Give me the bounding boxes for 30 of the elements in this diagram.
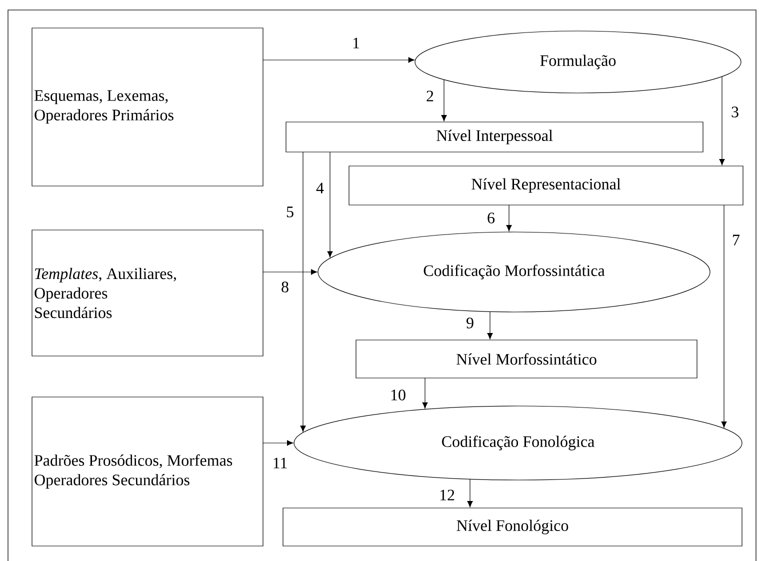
edge-label: 12 bbox=[438, 488, 456, 502]
arrow bbox=[300, 152, 306, 432]
edge-label: 9 bbox=[465, 316, 475, 330]
edge-label: 10 bbox=[389, 388, 407, 402]
arrow bbox=[327, 152, 333, 258]
level-box: Nível Fonológico bbox=[282, 508, 742, 546]
level-box: Nível Interpessoal bbox=[286, 122, 704, 152]
arrow bbox=[467, 478, 473, 508]
edge-label: 6 bbox=[486, 212, 496, 224]
text-box: Padrões Prosódicos, Morfemas Operadores Secundários bbox=[32, 396, 264, 546]
arrow bbox=[441, 79, 447, 122]
text-box: Templates, Auxiliares, Operadores Secundários bbox=[32, 230, 264, 356]
edge-label: 4 bbox=[315, 182, 325, 194]
edge-label: 5 bbox=[285, 206, 295, 218]
arrow bbox=[262, 57, 415, 63]
arrow bbox=[262, 440, 294, 446]
arrow bbox=[719, 76, 725, 166]
arrow bbox=[262, 269, 318, 275]
arrow bbox=[422, 378, 428, 409]
arrow bbox=[506, 204, 512, 232]
arrow bbox=[721, 204, 727, 428]
level-box: Nível Morfossintático bbox=[356, 340, 698, 378]
arrow bbox=[487, 311, 493, 340]
edge-label: 11 bbox=[271, 456, 289, 470]
edge-label: 7 bbox=[731, 234, 741, 246]
edge-label: 1 bbox=[351, 36, 361, 50]
text-box: Esquemas, Lexemas, Operadores Primários bbox=[32, 28, 264, 186]
edge-label: 3 bbox=[730, 106, 740, 118]
level-box: Nível Representacional bbox=[348, 166, 744, 206]
edge-label: 8 bbox=[280, 280, 290, 294]
